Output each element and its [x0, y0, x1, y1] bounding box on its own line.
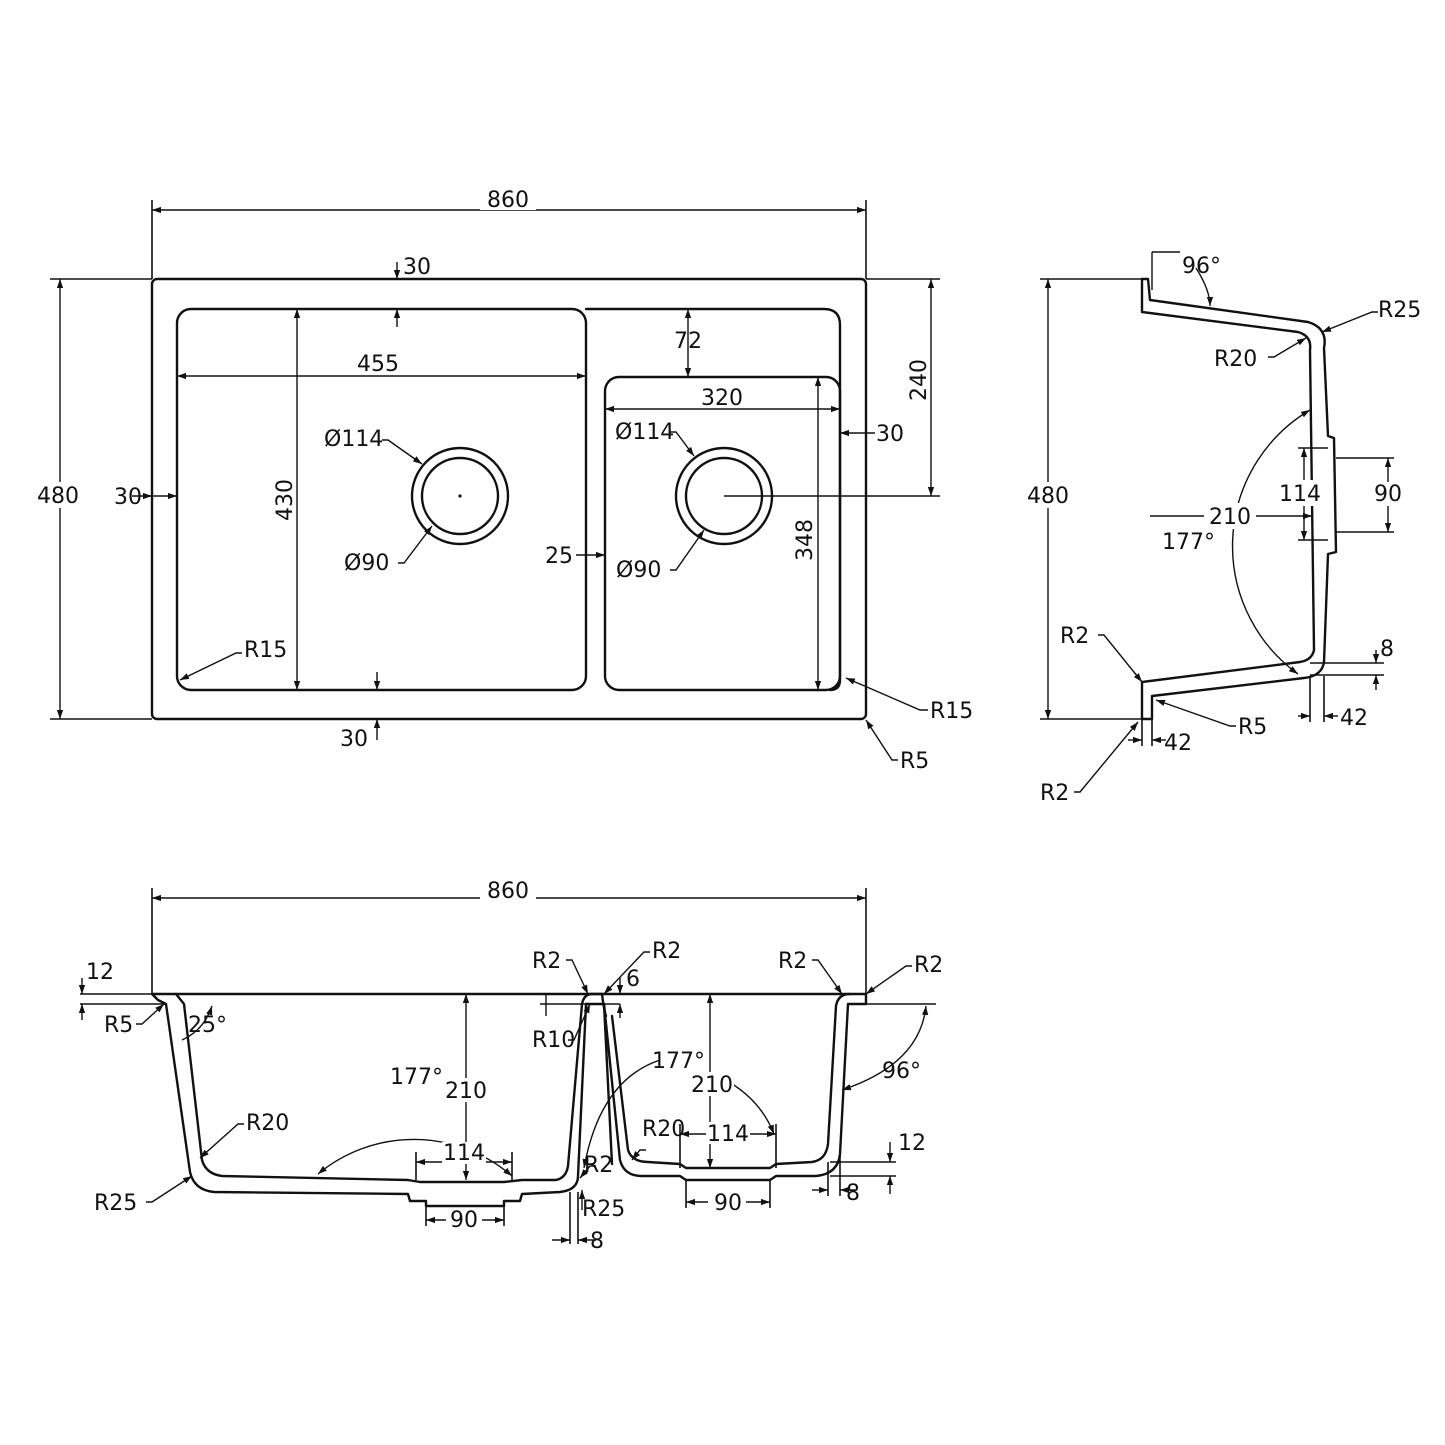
front-divider-inner-radius-label: R10: [532, 1028, 575, 1053]
divider-label: 25: [545, 544, 573, 569]
front-left-edge-radius-label: R5: [104, 1013, 133, 1038]
front-left-outer-radius-label: R25: [94, 1191, 137, 1216]
front-section: 860 12 R5 25° 177° 210 114 90 R: [78, 876, 943, 1254]
plan-outer-outline: [150, 277, 868, 721]
left-waste: [410, 446, 510, 546]
front-right-base-angle-label: 177°: [652, 1049, 705, 1074]
left-waste-inner-label: Ø90: [344, 551, 389, 576]
rim-top-label: 30: [403, 255, 431, 280]
right-waste-outer-label: Ø114: [615, 420, 674, 445]
overall-width-label: 860: [487, 188, 529, 213]
left-bowl-radius-label: R15: [244, 638, 287, 663]
right-bowl-offset-label: 72: [674, 329, 702, 354]
front-rim-thickness-right-label: 12: [898, 1131, 926, 1156]
right-bowl-outline: [603, 375, 842, 692]
side-section: 480 96° R25 R20 177° 210 114 90 R2: [1020, 251, 1421, 806]
front-left-bowl-inner: [174, 992, 594, 1184]
side-base-radius-label: R5: [1238, 715, 1267, 740]
rim-bottom-label: 30: [340, 727, 368, 752]
left-waste-outer-label: Ø114: [324, 427, 383, 452]
rim-left-label: 30: [114, 485, 142, 510]
right-waste-inner-label: Ø90: [616, 558, 661, 583]
side-inner-radius-label: R20: [1214, 347, 1257, 372]
front-left-base-angle-label: 177°: [390, 1065, 443, 1090]
front-divider-top-label: 6: [626, 967, 640, 992]
side-edge-radius-lower-label: R2: [1040, 781, 1069, 806]
right-bowl-width-label: 320: [701, 386, 743, 411]
front-right-depth-label: 210: [691, 1073, 733, 1098]
front-right-inner-radius-label: R20: [642, 1117, 685, 1142]
front-divider-radius-left-label: R2: [532, 949, 561, 974]
front-rim-thickness-left-label: 12: [86, 960, 114, 985]
front-left-wall-angle-label: 25°: [188, 1013, 227, 1038]
front-divider-radius-right-label: R2: [652, 939, 681, 964]
left-bowl-outline: [175, 307, 588, 692]
side-base-angle-label: 177°: [1162, 530, 1215, 555]
front-left-inner-radius-label: R20: [246, 1111, 289, 1136]
front-right-waste-outer-label: 114: [707, 1122, 749, 1147]
side-flange-left-label: 42: [1164, 731, 1192, 756]
side-edge-radius-upper-label: R2: [1060, 624, 1089, 649]
right-bowl-top-shelf: [584, 307, 842, 692]
side-rim-thickness-label: 8: [1380, 637, 1394, 662]
front-left-bowl-outer: [150, 992, 588, 1208]
front-right-wall-angle-label: 96°: [882, 1059, 921, 1084]
drain-offset-label: 240: [907, 359, 932, 401]
outer-radius-label: R5: [900, 749, 929, 774]
overall-depth-label: 480: [37, 484, 79, 509]
front-left-waste-inner-label: 90: [450, 1208, 478, 1233]
side-depth-label: 480: [1027, 484, 1069, 509]
side-top-angle-label: 96°: [1182, 254, 1221, 279]
plan-view: 860 480 30 455 430 30 30 72 320 348: [32, 186, 973, 774]
front-divider-outer-radius-label: R25: [582, 1197, 625, 1222]
side-section-outline: [1140, 277, 1338, 721]
left-bowl-depth-label: 430: [273, 479, 298, 521]
front-divider-base-radius-label: R2: [584, 1153, 613, 1178]
right-bowl-radius-label: R15: [930, 699, 973, 724]
front-right-top-radius-left-label: R2: [778, 949, 807, 974]
side-rim-radius-label: R25: [1378, 298, 1421, 323]
left-bowl-width-label: 455: [357, 352, 399, 377]
front-divider: [584, 992, 614, 1166]
front-left-depth-label: 210: [445, 1079, 487, 1104]
front-right-flange-label: 8: [846, 1181, 860, 1206]
right-bowl-depth-label: 348: [793, 519, 818, 561]
front-right-waste-inner-label: 90: [714, 1191, 742, 1216]
front-divider-width-label: 8: [590, 1229, 604, 1254]
side-flange-right-label: 42: [1340, 706, 1368, 731]
front-width-label: 860: [487, 879, 529, 904]
side-bowl-height-label: 210: [1209, 505, 1251, 530]
rim-right-label: 30: [876, 422, 904, 447]
front-left-waste-outer-label: 114: [443, 1141, 485, 1166]
side-waste-inner-label: 90: [1374, 482, 1402, 507]
front-right-top-radius-right-label: R2: [914, 953, 943, 978]
side-waste-outer-label: 114: [1279, 482, 1321, 507]
